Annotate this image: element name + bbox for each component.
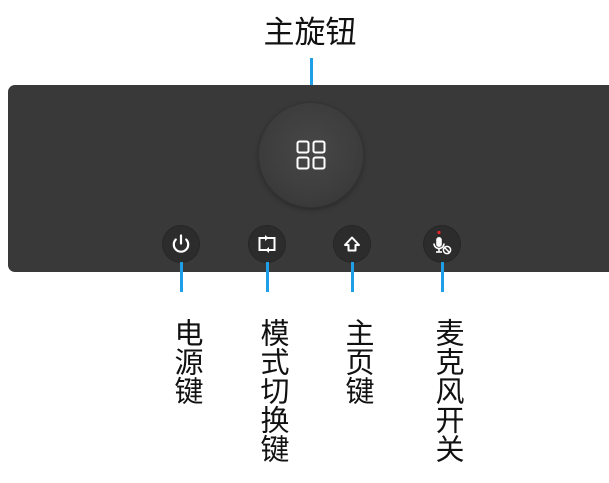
grid-icon (296, 140, 326, 170)
mode-switch-button-label: 模式切换键 (256, 318, 290, 463)
main-knob[interactable] (259, 103, 363, 207)
mode-switch-button[interactable] (249, 226, 285, 262)
home-button-label: 主页键 (341, 318, 375, 405)
power-button-label: 电源键 (170, 318, 204, 405)
microphone-switch-button[interactable] (424, 226, 460, 262)
mode-switch-icon (258, 235, 276, 253)
microphone-switch-label: 麦克风开关 (431, 318, 465, 463)
home-leader-line (351, 262, 354, 292)
microphone-mute-icon (433, 230, 452, 255)
home-icon (344, 236, 360, 252)
power-button[interactable] (163, 226, 199, 262)
home-button[interactable] (334, 226, 370, 262)
mode-leader-line (266, 262, 269, 292)
power-leader-line (180, 262, 183, 292)
power-icon (172, 234, 190, 253)
mic-leader-line (441, 262, 444, 292)
mic-indicator-light (437, 230, 441, 235)
main-knob-label: 主旋钮 (263, 15, 357, 51)
